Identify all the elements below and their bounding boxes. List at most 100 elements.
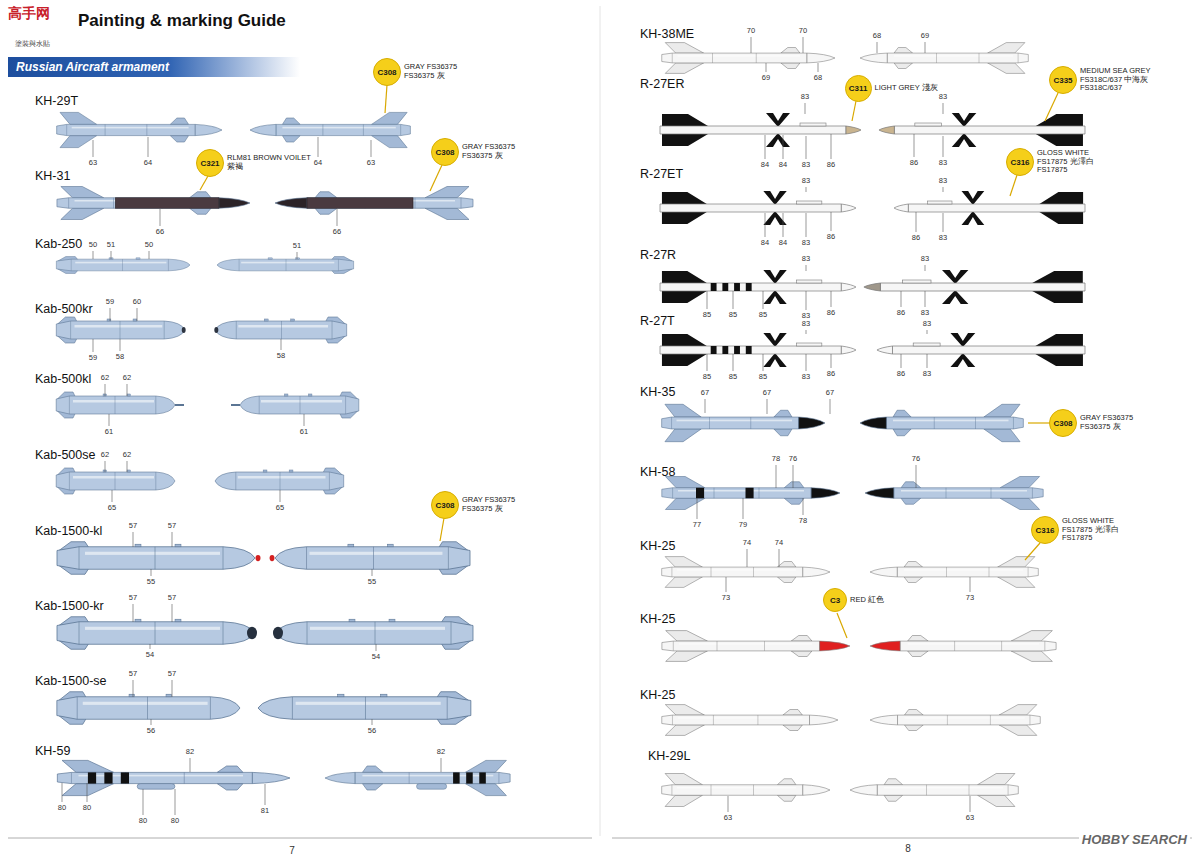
- leader-line: [914, 134, 915, 157]
- paint-leaders: [200, 85, 1058, 638]
- callout-number: 80: [83, 804, 91, 812]
- callout-number: 59: [106, 298, 114, 306]
- weapon-name: KH-31: [35, 170, 70, 184]
- missile: [250, 112, 410, 147]
- weapon-name: Kab-1500-kl: [35, 525, 102, 539]
- callout-number: 83: [801, 93, 809, 101]
- callout-number: 57: [168, 594, 176, 602]
- weapon-name: KH-35: [640, 386, 675, 400]
- watermark: HOBBY SEARCH: [1079, 833, 1190, 847]
- leader-line: [372, 569, 373, 576]
- callout-number: 58: [277, 352, 285, 360]
- paint-callout: C335MEDIUM SEA GREY FS318C/637 中海灰FS318C…: [1049, 66, 1077, 94]
- missile: [660, 191, 856, 225]
- callout-number: 85: [759, 311, 767, 319]
- weapon-name: R-27R: [640, 249, 676, 263]
- callout-number: 79: [739, 521, 747, 529]
- callout-number: 85: [703, 373, 711, 381]
- bomb: [56, 392, 184, 418]
- leader-line: [190, 758, 191, 772]
- bomb: [56, 468, 175, 494]
- callout-number: 82: [437, 748, 445, 756]
- callout-number: 66: [333, 228, 341, 236]
- leader-line: [765, 213, 766, 237]
- bomb: [57, 617, 257, 650]
- callout-number: 62: [123, 451, 131, 459]
- paint-code: C321: [200, 159, 219, 168]
- callout-number: 86: [897, 309, 905, 317]
- callout-number: 86: [910, 159, 918, 167]
- callout-number: 69: [762, 74, 770, 82]
- callout-number: 83: [802, 373, 810, 381]
- leader-line: [943, 213, 944, 232]
- callout-number: 85: [729, 373, 737, 381]
- weapon-name: Kab-500kl: [35, 373, 91, 387]
- leader-line: [806, 213, 807, 237]
- leader-line: [901, 291, 902, 307]
- leader-line: [281, 339, 282, 350]
- paint-name: LIGHT GREY 淺灰: [875, 84, 938, 93]
- leader-line: [105, 384, 106, 396]
- weapon-name: R-27ET: [640, 168, 683, 182]
- leader-line: [172, 680, 173, 697]
- callout-number: 83: [921, 309, 929, 317]
- callout-number: 51: [107, 241, 115, 249]
- paint-code: C335: [1053, 76, 1072, 85]
- leader-line: [175, 789, 176, 815]
- bomb: [56, 257, 190, 274]
- callout-number: 77: [693, 521, 701, 529]
- weapon-name: R-27T: [640, 315, 675, 329]
- callout-number: 50: [89, 241, 97, 249]
- paint-code: C3: [830, 596, 840, 605]
- missile: [850, 774, 1018, 807]
- paint-callout: C308GRAY FS36375 FS36375 灰: [373, 58, 401, 86]
- leader-line: [372, 719, 373, 725]
- leader-line: [149, 251, 150, 259]
- missile: [57, 112, 222, 147]
- callout-number: 84: [761, 161, 769, 169]
- callout-number: 74: [775, 539, 783, 547]
- leader-line: [877, 42, 878, 53]
- callout-number: 85: [703, 311, 711, 319]
- leader-line: [943, 103, 944, 114]
- callout-number: 83: [802, 312, 810, 320]
- callout-number: 51: [293, 242, 301, 250]
- leader-line: [943, 136, 944, 157]
- missile: [662, 404, 825, 441]
- leader-line: [751, 37, 752, 53]
- paint-code: C316: [1035, 526, 1054, 535]
- missile: [870, 631, 1056, 662]
- paint-callout: C3RED 紅色: [823, 588, 847, 612]
- leader-line: [803, 37, 804, 53]
- bomb: [214, 317, 346, 343]
- callout-number: 54: [372, 653, 380, 661]
- callout-number: 60: [133, 298, 141, 306]
- missile: [662, 477, 840, 510]
- leader-line: [151, 719, 152, 725]
- leader-line: [776, 465, 777, 488]
- paint-callout: C316GLOSS WHITE FS17875 光澤白FS17875: [1006, 148, 1034, 176]
- paint-name: MEDIUM SEA GREY FS318C/637 中海灰FS318C/637: [1080, 67, 1164, 93]
- callout-number: 86: [897, 370, 905, 378]
- callout-number: 67: [826, 389, 834, 397]
- callout-number: 65: [276, 504, 284, 512]
- leader-line: [133, 604, 134, 622]
- bomb: [215, 468, 344, 494]
- callout-number: 86: [827, 309, 835, 317]
- bomb: [270, 542, 470, 575]
- callout-number: 64: [144, 159, 152, 167]
- weapon-name: KH-59: [35, 745, 70, 759]
- bomb: [217, 257, 354, 274]
- callout-number: 62: [101, 451, 109, 459]
- leader-line: [818, 63, 819, 72]
- leader-line: [806, 187, 807, 192]
- callout-number: 83: [802, 177, 810, 185]
- band-text: Russian Aircraft armament: [8, 60, 169, 74]
- leader-line: [765, 135, 766, 159]
- callout-number: 57: [168, 670, 176, 678]
- callout-number: 70: [747, 27, 755, 35]
- paint-callout: C308GRAY FS36375 FS36375 灰: [431, 491, 459, 519]
